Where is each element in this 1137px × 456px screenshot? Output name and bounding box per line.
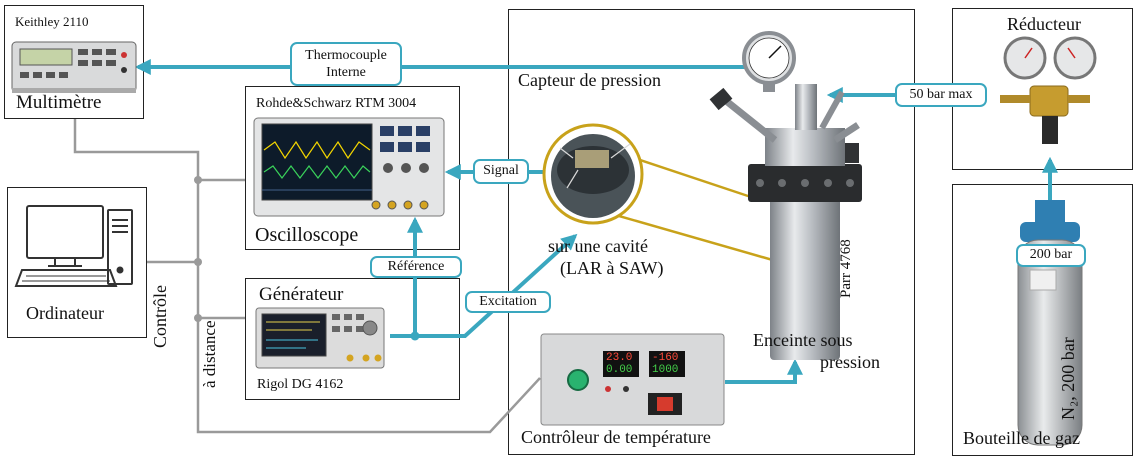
- vessel-model: Parr 4768: [838, 239, 854, 298]
- sensor-closeup: [542, 123, 644, 225]
- multimeter-device: [11, 41, 137, 93]
- temp-controller-name: Contrôleur de température: [521, 427, 711, 447]
- remote-control-label-1: Contrôle: [150, 285, 170, 348]
- reducer-name: Réducteur: [1007, 14, 1081, 34]
- generator-model: Rigol DG 4162: [257, 377, 344, 392]
- computer-frame: [7, 187, 147, 338]
- pressure-reducer-device: [1000, 36, 1097, 144]
- generator-name: Générateur: [259, 284, 344, 305]
- sensor-desc-2: (LAR à SAW): [560, 258, 664, 278]
- temp-display-1: 23.0: [606, 352, 633, 364]
- gas-bottle-device: [1017, 200, 1083, 446]
- temp-display-3: -160: [652, 352, 679, 364]
- temp-display-2: 0.00: [606, 364, 633, 376]
- computer-name: Ordinateur: [26, 303, 104, 323]
- multimeter-model: Keithley 2110: [15, 14, 89, 29]
- oscilloscope-name: Oscilloscope: [255, 224, 359, 246]
- multimeter-name: Multimètre: [16, 92, 102, 113]
- thermocouple-label: Thermocouple Interne: [290, 42, 402, 86]
- pressure-vessel: [579, 31, 862, 360]
- excitation-label: Excitation: [465, 291, 551, 313]
- remote-control-label-2: à distance: [200, 320, 219, 389]
- oscilloscope-model: Rohde&Schwarz RTM 3004: [256, 96, 417, 111]
- thermocouple-label-2: Interne: [326, 65, 366, 80]
- reference-label: Référence: [370, 256, 462, 278]
- computer-device: [14, 205, 133, 287]
- vessel-label-1: Enceinte sous: [753, 330, 853, 350]
- bottle-content: N₂, 200 bar: [1058, 337, 1078, 420]
- bottle-name: Bouteille de gaz: [963, 428, 1080, 448]
- bottle-pressure-label: 200 bar: [1016, 244, 1086, 267]
- remote-control-lines: [73, 119, 541, 434]
- signal-label: Signal: [473, 159, 529, 184]
- sensor-desc-1: sur une cavité: [548, 236, 648, 256]
- vessel-label-2: pression: [820, 352, 880, 372]
- thermocouple-label-1: Thermocouple: [305, 48, 387, 63]
- sensor-title: Capteur de pression: [518, 70, 661, 90]
- max-pressure-label: 50 bar max: [895, 83, 987, 107]
- temperature-controller-device: [540, 333, 725, 426]
- oscilloscope-device: [253, 117, 445, 217]
- temp-display-4: 1000: [652, 364, 679, 376]
- generator-device: [255, 307, 385, 369]
